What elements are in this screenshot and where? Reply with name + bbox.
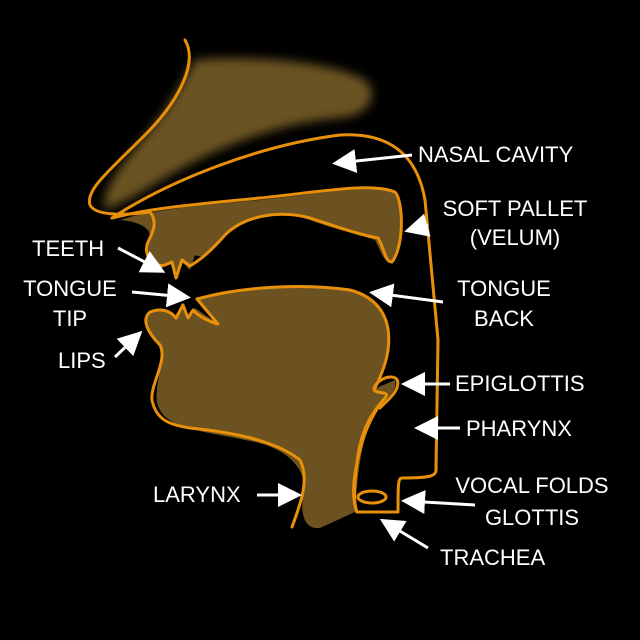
arrow-soft-pallet bbox=[404, 213, 431, 237]
palate-tissue bbox=[120, 189, 402, 278]
arrow-tongue-back bbox=[369, 283, 444, 308]
arrow-trachea bbox=[379, 518, 429, 550]
label-tongue-back: TONGUE BACK bbox=[446, 276, 562, 332]
label-soft-pallet: SOFT PALLET (VELUM) bbox=[430, 196, 600, 251]
arrow-nasal-cavity bbox=[332, 149, 413, 173]
arrow-lips bbox=[113, 330, 143, 359]
label-velum: (VELUM) bbox=[469, 225, 561, 250]
tongue-outline bbox=[195, 285, 391, 390]
label-nasal-cavity: NASAL CAVITY bbox=[418, 142, 574, 167]
label-teeth: TEETH bbox=[32, 236, 105, 261]
label-tongue-back-line2: BACK bbox=[474, 306, 534, 331]
nose-outline bbox=[87, 38, 191, 216]
label-pharynx: PHARYNX bbox=[466, 416, 572, 441]
label-larynx: LARYNX bbox=[153, 482, 241, 507]
label-epiglottis: EPIGLOTTIS bbox=[455, 371, 585, 396]
arrow-teeth bbox=[117, 246, 166, 273]
label-tongue-tip-line2: TIP bbox=[52, 306, 88, 331]
label-trachea: TRACHEA bbox=[440, 545, 546, 570]
arrow-vocal-folds bbox=[401, 490, 476, 515]
label-tongue-back-line1: TONGUE bbox=[457, 276, 551, 301]
label-tongue-tip: TONGUE TIP bbox=[12, 276, 128, 332]
vocal-folds-ring bbox=[356, 489, 388, 505]
label-soft-pallet-line1: SOFT PALLET bbox=[442, 196, 588, 221]
glottis-outline bbox=[352, 400, 384, 514]
label-tongue-tip-line1: TONGUE bbox=[23, 276, 117, 301]
label-glottis: GLOTTIS bbox=[484, 505, 580, 530]
label-lips: LIPS bbox=[58, 348, 106, 373]
tongue-jaw-tissue bbox=[144, 286, 396, 529]
arrow-tongue-tip bbox=[131, 283, 191, 308]
label-vocal-folds-glottis: VOCAL FOLDS GLOTTIS bbox=[440, 473, 624, 531]
nose-tissue bbox=[104, 58, 372, 211]
label-vocal-folds: VOCAL FOLDS bbox=[455, 473, 609, 498]
